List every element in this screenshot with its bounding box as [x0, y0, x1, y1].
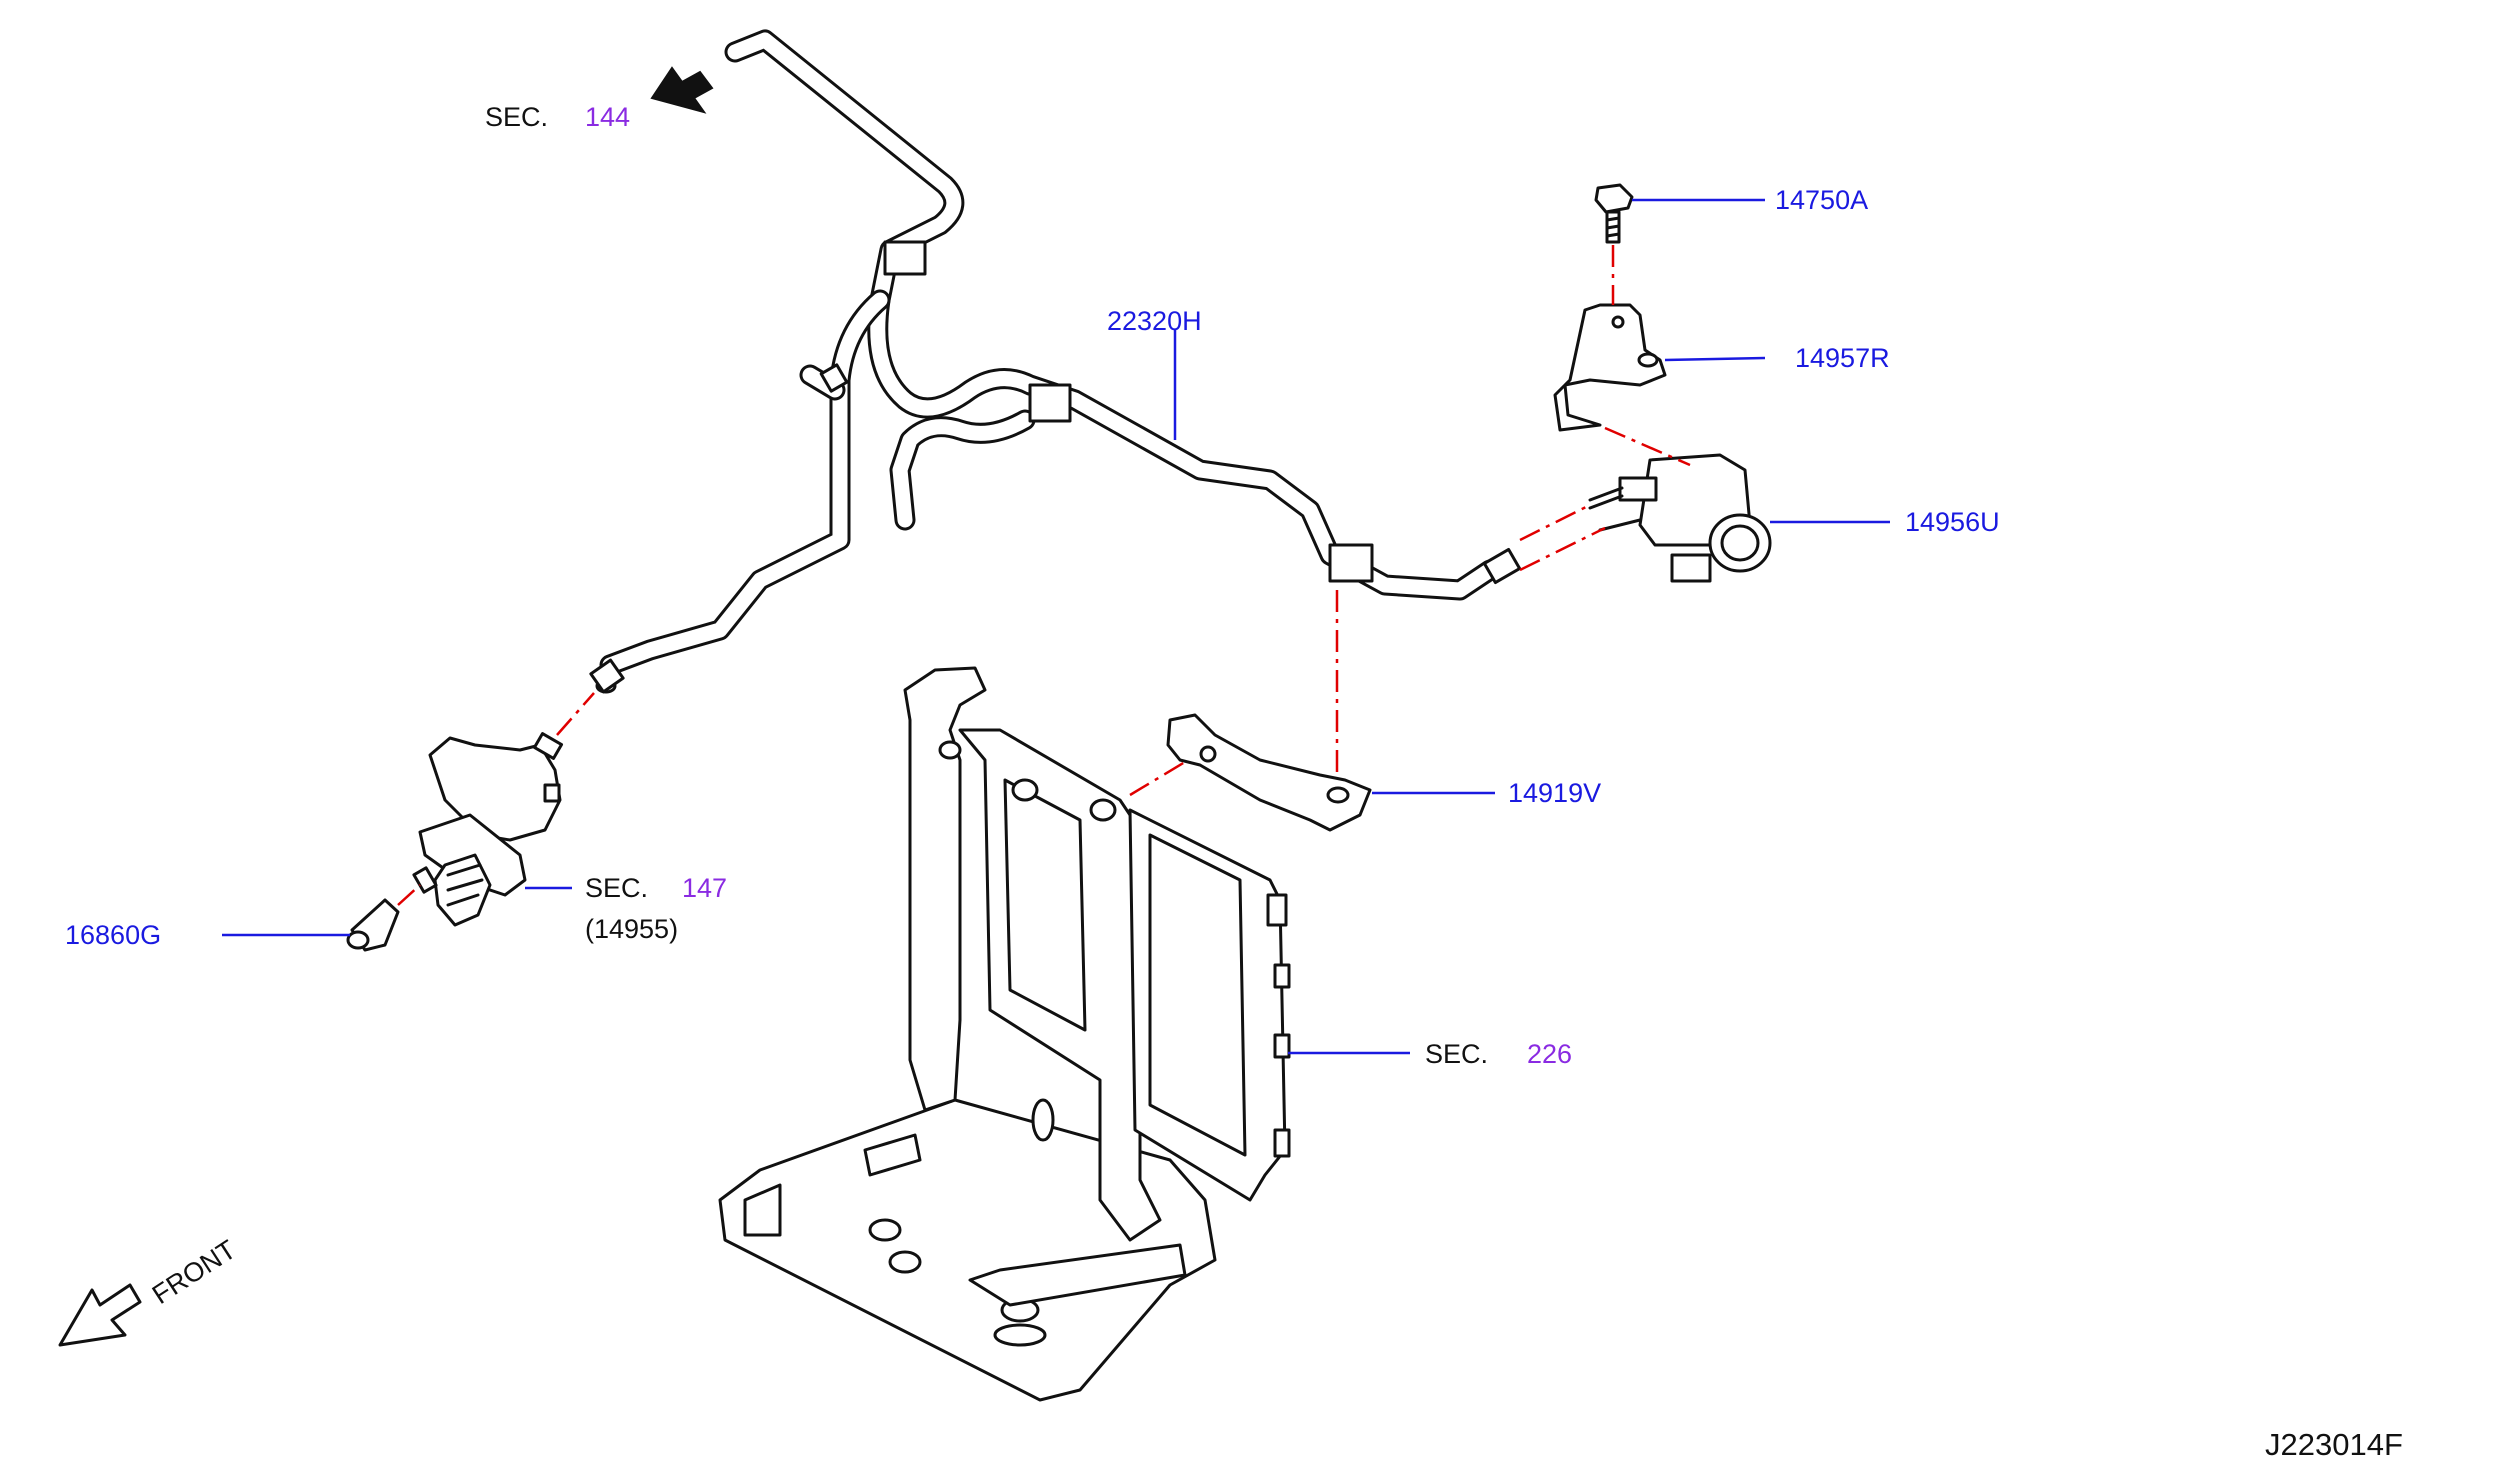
part-number-22320h[interactable]: 22320H: [1107, 306, 1202, 336]
sec144-direction-arrow: [650, 66, 714, 114]
part-number-14956u[interactable]: 14956U: [1905, 507, 2000, 537]
front-arrow-icon: [58, 1283, 142, 1347]
part-number-16860g[interactable]: 16860G: [65, 920, 161, 950]
bolt-14750a[interactable]: [1594, 183, 1634, 244]
dashed-connectors: [397, 245, 1691, 906]
leader-lines: [222, 198, 1890, 1055]
part-number-14957r[interactable]: 14957R: [1795, 343, 1890, 373]
bracket-14957r[interactable]: [1553, 303, 1667, 432]
bracket-14919v[interactable]: [1166, 713, 1372, 832]
diagram-id: J223014F: [2265, 1427, 2403, 1462]
hose-assembly-22320h[interactable]: [589, 29, 1522, 694]
front-label: FRONT: [147, 1234, 241, 1310]
ecm-bracket-and-module-sec226[interactable]: [718, 666, 1291, 1402]
sec-label-144: SEC.: [485, 102, 548, 132]
sec-number-226[interactable]: 226: [1527, 1039, 1572, 1069]
sec-number-144[interactable]: 144: [585, 102, 630, 132]
purge-valve-14955[interactable]: [418, 732, 564, 927]
sec-label-226: SEC.: [1425, 1039, 1488, 1069]
solenoid-valve-14956u[interactable]: [1588, 453, 1772, 583]
sec-number-147[interactable]: 147: [682, 873, 727, 903]
part-number-14919v[interactable]: 14919V: [1508, 778, 1601, 808]
sec-label-147: SEC.: [585, 873, 648, 903]
sec-sub-14955: (14955): [585, 914, 678, 944]
filter-16860g[interactable]: [346, 866, 438, 952]
part-number-14750a[interactable]: 14750A: [1775, 185, 1868, 215]
